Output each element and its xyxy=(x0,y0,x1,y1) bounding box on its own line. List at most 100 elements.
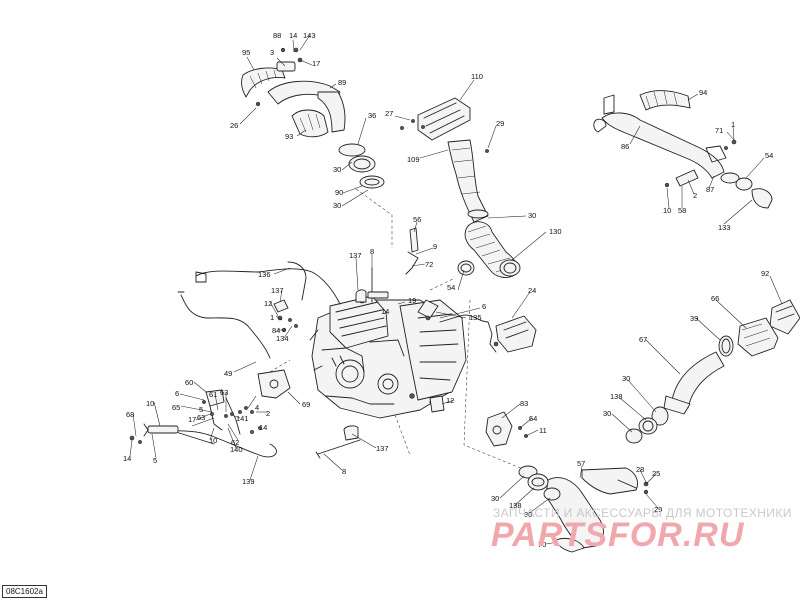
callout-143: 143 xyxy=(303,31,316,40)
callout-30: 30 xyxy=(622,374,630,383)
callout-5: 5 xyxy=(153,456,157,465)
engine-assembly xyxy=(309,295,467,419)
callout-36: 36 xyxy=(368,111,376,120)
callout-19: 19 xyxy=(408,296,416,305)
callout-12: 12 xyxy=(264,299,272,308)
callout-30: 30 xyxy=(528,211,536,220)
callout-64: 64 xyxy=(529,414,537,423)
callout-72: 72 xyxy=(425,260,433,269)
callout-30: 30 xyxy=(333,201,341,210)
callout-110: 110 xyxy=(471,72,483,81)
callout-56: 56 xyxy=(413,215,421,224)
intake-duct-upper-left xyxy=(241,47,385,189)
callout-25: 25 xyxy=(652,469,660,478)
callout-1: 1 xyxy=(270,313,274,322)
callout-1: 1 xyxy=(731,120,735,129)
callout-89: 89 xyxy=(338,78,346,87)
callout-88: 88 xyxy=(273,31,281,40)
callout-138: 138 xyxy=(509,501,522,510)
assembly-guide-lines xyxy=(269,188,546,479)
callout-141: 141 xyxy=(236,414,249,423)
callout-140: 140 xyxy=(230,445,243,454)
vent-hoses-left xyxy=(177,261,341,359)
callout-10: 10 xyxy=(663,206,671,215)
callout-29: 29 xyxy=(496,119,504,128)
callout-17: 17 xyxy=(312,59,320,68)
callout-69: 69 xyxy=(302,400,310,409)
callout-137: 137 xyxy=(271,286,284,295)
callout-139: 139 xyxy=(242,477,255,486)
callout-90: 90 xyxy=(335,188,343,197)
callout-67: 67 xyxy=(639,335,647,344)
callout-30: 30 xyxy=(603,409,611,418)
callout-26: 26 xyxy=(230,121,238,130)
exhaust-pipe-upper-right xyxy=(593,90,773,209)
callout-63: 63 xyxy=(220,388,228,397)
callout-109: 109 xyxy=(407,155,420,164)
exhaust-bottom-pipe xyxy=(518,465,649,553)
callout-14: 14 xyxy=(381,307,389,316)
callout-138: 138 xyxy=(610,392,623,401)
callout-130: 130 xyxy=(549,227,562,236)
callout-61: 61 xyxy=(209,390,217,399)
callout-6: 6 xyxy=(175,389,179,398)
callout-60: 60 xyxy=(185,378,193,387)
callout-2: 2 xyxy=(266,409,270,418)
callout-leader-lines xyxy=(129,34,783,545)
callout-71: 71 xyxy=(715,126,723,135)
callout-12: 12 xyxy=(446,396,454,405)
callout-27: 27 xyxy=(385,109,393,118)
callout-14: 14 xyxy=(123,454,131,463)
engine-mount-hardware-top xyxy=(355,227,439,321)
diagram-reference-code: 08C1602a xyxy=(2,585,47,598)
callout-134: 134 xyxy=(276,334,289,343)
callout-137: 137 xyxy=(376,444,389,453)
watermark-logo: PARTSFOR.RU xyxy=(491,516,745,554)
callout-17: 17 xyxy=(188,415,196,424)
callout-39: 39 xyxy=(690,314,698,323)
callout-30: 30 xyxy=(491,494,499,503)
callout-62: 62 xyxy=(231,438,239,447)
callout-28: 28 xyxy=(636,465,644,474)
callout-9: 9 xyxy=(433,242,437,251)
callout-29: 29 xyxy=(654,505,662,514)
callout-4: 4 xyxy=(255,403,259,412)
callout-10: 10 xyxy=(209,436,217,445)
callout-49: 49 xyxy=(224,369,232,378)
intake-duct-center xyxy=(400,97,521,278)
callout-65: 65 xyxy=(172,403,180,412)
callout-54: 54 xyxy=(447,283,455,292)
callout-133: 133 xyxy=(718,223,731,232)
callout-92: 92 xyxy=(761,269,769,278)
callout-70: 70 xyxy=(538,540,546,549)
callout-84: 84 xyxy=(272,326,280,335)
callout-30: 30 xyxy=(333,165,341,174)
callout-11: 11 xyxy=(539,426,547,435)
callout-63: 63 xyxy=(197,413,205,422)
callout-137: 137 xyxy=(349,251,362,260)
callout-58: 58 xyxy=(678,206,686,215)
engine-mount-hardware-bottom xyxy=(315,395,445,459)
callout-30: 30 xyxy=(524,510,532,519)
callout-94: 94 xyxy=(699,88,707,97)
watermark-tagline: ЗАПЧАСТИ И АКСЕССУАРЫ ДЛЯ МОТОТЕХНИКИ xyxy=(493,506,792,520)
callout-8: 8 xyxy=(370,247,374,256)
callout-8: 8 xyxy=(342,467,346,476)
callout-135: 135 xyxy=(469,313,482,322)
callout-54: 54 xyxy=(765,151,773,160)
callout-68: 68 xyxy=(126,410,134,419)
callout-24: 24 xyxy=(528,286,536,295)
callout-136: 136 xyxy=(258,270,271,279)
callout-66: 66 xyxy=(711,294,719,303)
callout-14: 14 xyxy=(259,423,267,432)
callout-83: 83 xyxy=(520,399,528,408)
callout-labels: 88 14 143 95 3 17 89 26 93 36 30 90 30 1… xyxy=(123,31,773,549)
callout-3: 3 xyxy=(270,48,274,57)
callout-2: 2 xyxy=(693,191,697,200)
callout-14: 14 xyxy=(289,31,297,40)
callout-87: 87 xyxy=(706,185,714,194)
callout-95: 95 xyxy=(242,48,250,57)
callout-57: 57 xyxy=(577,459,585,468)
